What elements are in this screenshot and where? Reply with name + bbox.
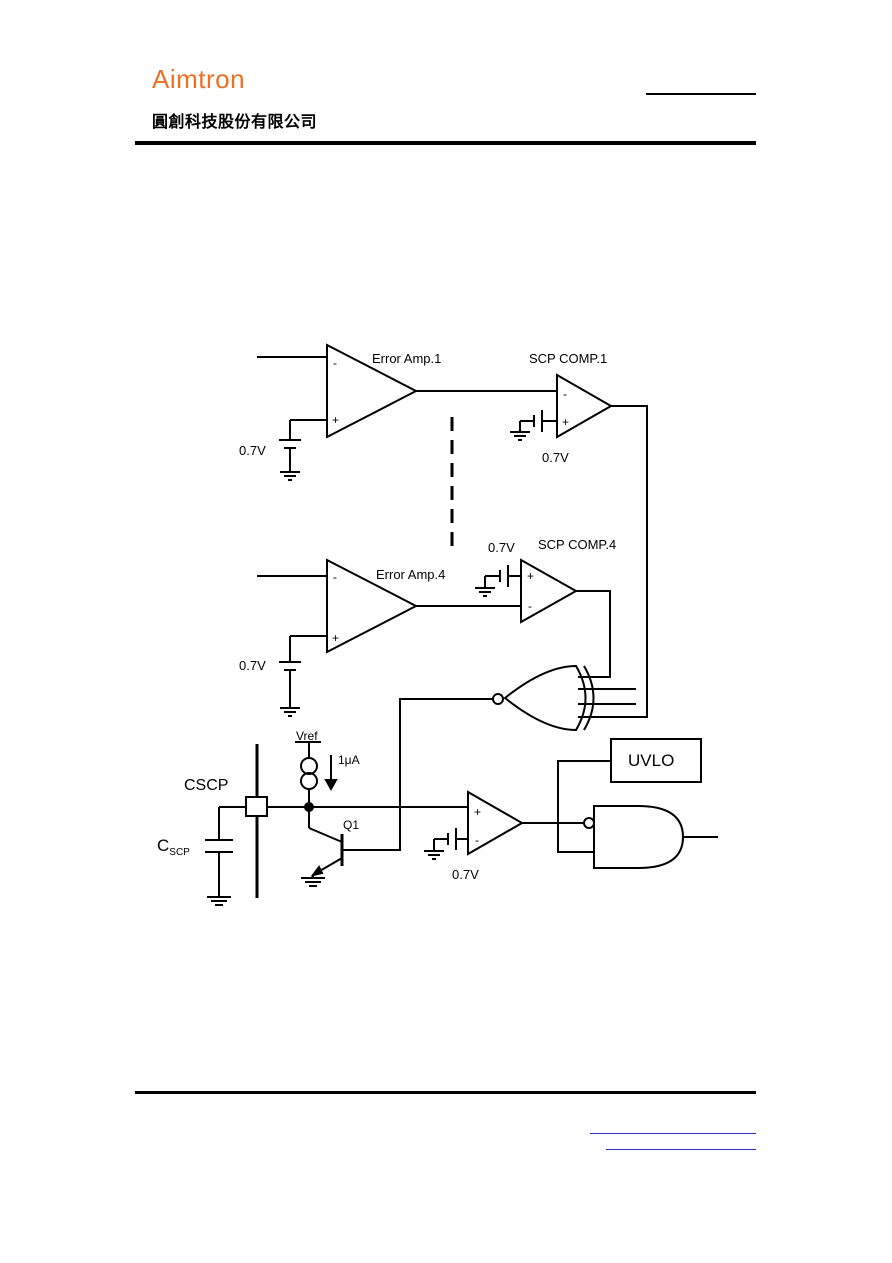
footer-rule [135, 1091, 756, 1094]
junction-node [304, 802, 314, 812]
ref-voltage-label-ea1: 0.7V [239, 443, 266, 458]
header-rule [135, 141, 756, 145]
company-name-chinese: 圓創科技股份有限公司 [152, 112, 318, 131]
uvlo-label: UVLO [628, 751, 674, 770]
ref-voltage-label-ea4: 0.7V [239, 658, 266, 673]
ea1-minus-label: - [333, 356, 337, 370]
footer-link-underline-2[interactable] [606, 1149, 756, 1150]
comp1-minus-label: - [563, 387, 567, 401]
comp4-minus-label: - [528, 599, 532, 613]
ref-voltage-label-comp4: 0.7V [488, 540, 515, 555]
ea4-plus-label: + [332, 631, 339, 645]
cap-label-subscript: SCP [169, 847, 190, 858]
brand-wordmark: Aimtron [152, 64, 246, 94]
comp1-plus-label: + [562, 415, 569, 429]
footer-link-underline-1[interactable] [590, 1133, 756, 1134]
transistor-q1-label: Q1 [343, 818, 359, 832]
current-source-label: 1μA [338, 753, 360, 767]
header-short-rule [646, 93, 756, 95]
scp-comp-4-label: SCP COMP.4 [538, 537, 616, 552]
cap-label-main: C [157, 836, 169, 855]
ea1-plus-label: + [332, 413, 339, 427]
cscp-pin-box [245, 796, 268, 817]
uvlo-comparator-symbol [467, 790, 525, 856]
comp5-plus-label: + [474, 805, 481, 819]
and-gate-symbol [593, 805, 685, 869]
error-amp-4-symbol [326, 558, 419, 654]
cap-label: CSCP [157, 836, 190, 858]
ref-voltage-label-comp1: 0.7V [542, 450, 569, 465]
comp4-plus-label: + [527, 569, 534, 583]
error-amp-4-label: Error Amp.4 [376, 567, 445, 582]
error-amp-1-symbol [326, 343, 419, 439]
vref-label: Vref [296, 729, 318, 743]
nor-gate-symbol [503, 664, 587, 732]
scp-comp-1-label: SCP COMP.1 [529, 351, 607, 366]
ref-voltage-label-comp5: 0.7V [452, 867, 479, 882]
cscp-pin-label: CSCP [184, 777, 228, 794]
scp-comp-4-symbol [520, 558, 579, 624]
error-amp-1-label: Error Amp.1 [372, 351, 441, 366]
ea4-minus-label: - [333, 570, 337, 584]
scp-comp-1-symbol [556, 373, 614, 439]
comp5-minus-label: - [475, 833, 479, 847]
